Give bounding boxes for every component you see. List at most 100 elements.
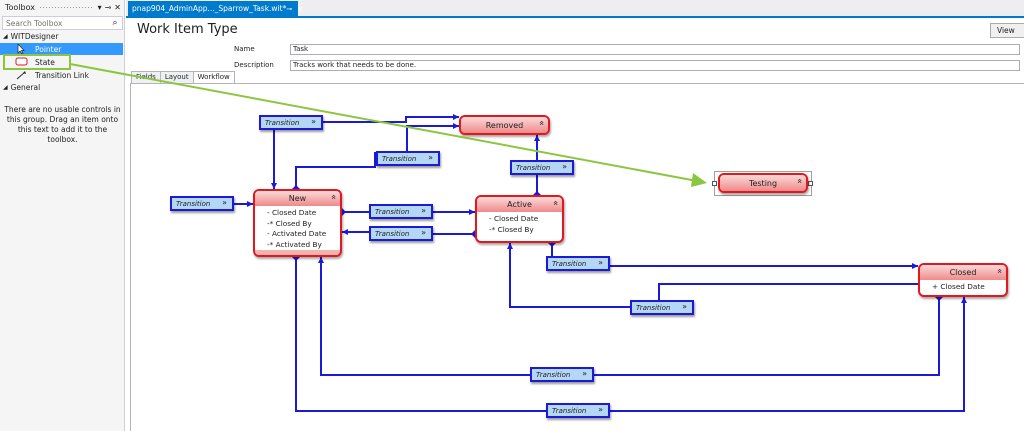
state-name: Removed — [485, 120, 524, 130]
tab-fields[interactable]: Fields — [131, 71, 161, 83]
toolbox-search-input[interactable] — [3, 18, 108, 28]
pin-icon[interactable]: ⊸ — [286, 4, 293, 13]
general-empty-text[interactable]: There are no usable controls in this gro… — [4, 105, 121, 144]
transition-box[interactable]: Transition » — [369, 204, 433, 219]
transition-label: Transition — [516, 163, 551, 172]
expand-chevron-icon[interactable]: » — [421, 206, 426, 215]
state-fields: - Closed Date -* Closed By - Activated D… — [255, 206, 340, 255]
state-field: -* Closed By — [267, 218, 312, 228]
state-field: -* Activated By — [267, 239, 322, 249]
item-label: State — [35, 57, 55, 67]
state-closed[interactable]: Closed « + Closed Date — [918, 263, 1008, 297]
state-field: - Closed Date — [489, 214, 539, 223]
document-tab-strip: pnap904_AdminApp..._Sparrow_Task.wit* ⊸ … — [126, 0, 1024, 18]
state-field: -* Closed By — [489, 224, 534, 234]
expand-chevron-icon[interactable]: » — [562, 162, 567, 171]
tab-layout[interactable]: Layout — [159, 71, 194, 83]
close-icon[interactable]: ✕ — [297, 4, 304, 13]
name-field[interactable]: Task — [290, 44, 1020, 55]
expand-chevron-icon[interactable]: » — [311, 117, 316, 126]
toolbox-item-transition-link[interactable]: Transition Link — [0, 69, 123, 81]
toolbox-title: Toolbox — [5, 3, 35, 12]
state-item-highlight — [3, 54, 71, 70]
transition-label: Transition — [375, 207, 410, 216]
state-name: Closed — [949, 268, 977, 277]
transition-box[interactable]: Transition » — [546, 256, 610, 271]
toolbox-window-controls: ▾ ⊸ ✕ — [98, 3, 125, 12]
pin-icon[interactable]: ⊸ — [104, 3, 112, 12]
item-label: Transition Link — [35, 70, 90, 80]
collapse-triangle-icon[interactable]: ◢ — [3, 84, 8, 91]
state-new[interactable]: New « - Closed Date -* Closed By - Activ… — [253, 189, 342, 257]
titlebar-grip[interactable] — [39, 5, 94, 10]
state-fields: + Closed Date — [920, 280, 1006, 293]
group-general[interactable]: ◢ General — [0, 82, 125, 93]
toolbox-item-state[interactable]: State — [0, 56, 123, 68]
state-name: Testing — [748, 178, 778, 188]
close-icon[interactable]: ✕ — [114, 3, 121, 12]
state-field: + Closed Date — [932, 282, 985, 291]
transition-label: Transition — [382, 154, 417, 163]
transition-box[interactable]: Transition » — [369, 226, 433, 241]
search-icon[interactable]: ⌕ — [112, 18, 118, 28]
expand-chevron-icon[interactable]: « — [536, 120, 547, 126]
view-button[interactable]: View — [990, 23, 1024, 38]
expand-chevron-icon[interactable]: » — [428, 153, 433, 162]
state-header: Removed « — [461, 117, 548, 133]
page-title: Work Item Type — [137, 22, 238, 37]
transition-box[interactable]: Transition » — [259, 115, 323, 130]
state-name: Active — [507, 200, 532, 209]
state-testing[interactable]: Testing « — [718, 173, 808, 193]
group-label: WITDesigner — [10, 32, 59, 41]
document-tab[interactable]: pnap904_AdminApp..._Sparrow_Task.wit* ⊸ … — [128, 1, 303, 16]
transition-label: Transition — [552, 406, 587, 415]
item-label: Pointer — [35, 44, 62, 54]
pointer-icon — [17, 44, 25, 54]
state-header: New « — [255, 191, 340, 206]
group-label: General — [10, 83, 41, 92]
state-removed[interactable]: Removed « — [459, 115, 550, 135]
transition-box[interactable]: Transition » — [546, 403, 610, 418]
transition-label: Transition — [552, 259, 587, 268]
expand-chevron-icon[interactable]: » — [222, 198, 227, 207]
state-field: - Activated Date — [267, 229, 327, 238]
toolbox-item-pointer[interactable]: Pointer — [0, 43, 123, 55]
transition-box[interactable]: Transition » — [530, 367, 594, 382]
transition-box[interactable]: Transition » — [376, 151, 440, 166]
collapse-chevron-icon[interactable]: « — [994, 268, 1005, 274]
collapse-triangle-icon[interactable]: ◢ — [3, 33, 8, 40]
expand-chevron-icon[interactable]: » — [421, 228, 426, 237]
toolbox-panel: Toolbox ▾ ⊸ ✕ ⌕ ◢ WITDesigner Pointer St… — [0, 0, 125, 431]
name-label: Name — [234, 45, 255, 53]
state-header: Active « — [477, 197, 562, 212]
resize-handle[interactable] — [712, 181, 717, 186]
toolbox-titlebar: Toolbox ▾ ⊸ ✕ — [0, 0, 125, 15]
transition-box[interactable]: Transition » — [170, 196, 234, 211]
transition-label: Transition — [265, 118, 300, 127]
toolbox-search-box: ⌕ — [2, 16, 123, 30]
state-header: Testing « — [720, 175, 806, 191]
expand-chevron-icon[interactable]: « — [794, 178, 805, 184]
dropdown-icon[interactable]: ▾ — [97, 3, 102, 12]
transition-box[interactable]: Transition » — [510, 160, 574, 175]
editor-tabs: Fields Layout Workflow — [131, 71, 235, 84]
state-fields: - Closed Date -* Closed By — [477, 212, 562, 235]
transition-label: Transition — [176, 199, 211, 208]
transition-box[interactable]: Transition» — [630, 300, 694, 315]
collapse-chevron-icon[interactable]: « — [328, 194, 339, 200]
expand-chevron-icon[interactable]: » — [682, 302, 687, 311]
state-active[interactable]: Active « - Closed Date -* Closed By — [475, 195, 564, 243]
description-field[interactable]: Tracks work that needs to be done. — [290, 60, 1020, 71]
expand-chevron-icon[interactable]: » — [598, 405, 603, 414]
expand-chevron-icon[interactable]: » — [582, 369, 587, 378]
expand-chevron-icon[interactable]: » — [598, 258, 603, 267]
description-label: Description — [234, 61, 274, 69]
transition-label: Transition — [536, 370, 571, 379]
transition-label: Transition — [375, 229, 410, 238]
resize-handle[interactable] — [808, 181, 813, 186]
state-header: Closed « — [920, 265, 1006, 280]
document-tab-label: pnap904_AdminApp..._Sparrow_Task.wit* — [132, 4, 287, 13]
tab-controls: ⊸ ✕ — [286, 5, 307, 13]
collapse-chevron-icon[interactable]: « — [550, 200, 561, 206]
group-witdesigner[interactable]: ◢ WITDesigner — [0, 31, 125, 42]
